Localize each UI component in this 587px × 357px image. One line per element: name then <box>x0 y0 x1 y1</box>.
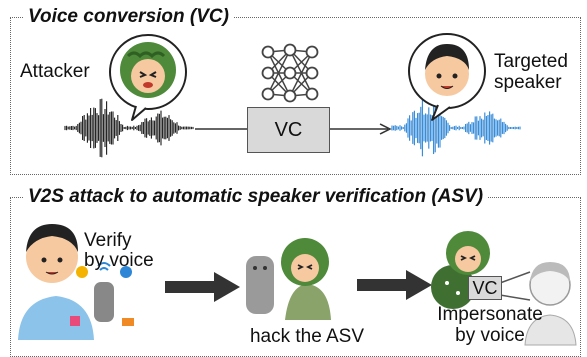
attacker-label: Attacker <box>20 61 90 82</box>
targeted-speaker-label: Targeted speaker <box>494 51 568 93</box>
impersonation-vc-box: VC <box>468 276 502 300</box>
user-person-icon <box>18 224 134 340</box>
target-waveform <box>391 99 521 157</box>
vc-panel <box>10 17 581 175</box>
attack-arrow-2 <box>357 270 432 300</box>
neural-network-icon <box>261 43 319 103</box>
impersonator-icon <box>431 231 577 346</box>
v2s-panel-title: V2S attack to automatic speaker verifica… <box>24 187 488 207</box>
attack-arrow-1 <box>165 272 240 302</box>
targeted-label-line2: speaker <box>494 72 562 93</box>
impersonate-line1: Impersonate <box>437 304 543 325</box>
hacker-icon <box>246 238 331 320</box>
hack-asv-label: hack the ASV <box>249 326 365 347</box>
targeted-label-line1: Targeted <box>494 51 568 72</box>
attacker-waveform <box>64 98 194 158</box>
vc-box: VC <box>247 107 330 153</box>
verify-by-voice-label: Verify by voice <box>84 231 154 271</box>
attacker-speech-bubble <box>109 34 187 121</box>
verify-line1: Verify <box>84 230 132 251</box>
vc-input-line <box>195 123 392 135</box>
impersonate-line2: by voice <box>455 325 525 346</box>
verify-line2: by voice <box>84 250 154 271</box>
target-speech-bubble <box>408 33 486 121</box>
impersonate-by-voice-label: Impersonate by voice <box>420 304 560 346</box>
vc-panel-title: Voice conversion (VC) <box>24 7 233 27</box>
